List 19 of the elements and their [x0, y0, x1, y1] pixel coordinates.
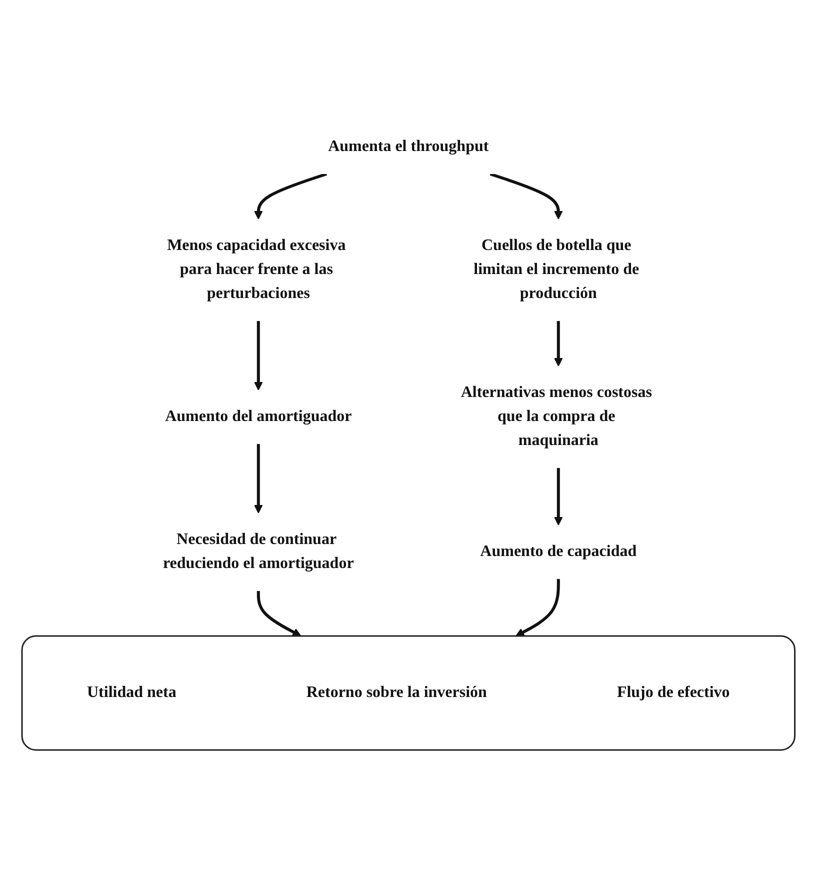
- node-text: Aumenta el throughput: [328, 138, 489, 154]
- arrow: [254, 320, 263, 390]
- arrow: [254, 172, 328, 219]
- node-text: Necesidad de continuar reduciendo el amortiguador: [163, 530, 354, 572]
- node-text: Retorno sobre la inversión: [306, 684, 488, 700]
- node-text: Menos capacidad excesiva para hacer frente a las perturbaciones: [167, 236, 346, 302]
- cluster: [21, 634, 796, 750]
- arrow: [254, 444, 263, 513]
- arrow: [490, 172, 563, 219]
- node-text: Flujo de efectivo: [617, 684, 730, 700]
- arrow: [257, 590, 302, 636]
- arrow: [554, 468, 563, 525]
- node-text: Aumento del amortiguador: [165, 408, 352, 424]
- arrow: [554, 320, 563, 366]
- arrow: [516, 578, 560, 636]
- node-text: Alternativas menos costosas que la compra de maquinaria: [460, 384, 652, 448]
- node-text: Utilidad neta: [87, 684, 176, 700]
- node-text: Aumento de capacidad: [480, 542, 637, 560]
- node-text: Cuellos de botella que limitan el incremento de producción: [474, 236, 640, 302]
